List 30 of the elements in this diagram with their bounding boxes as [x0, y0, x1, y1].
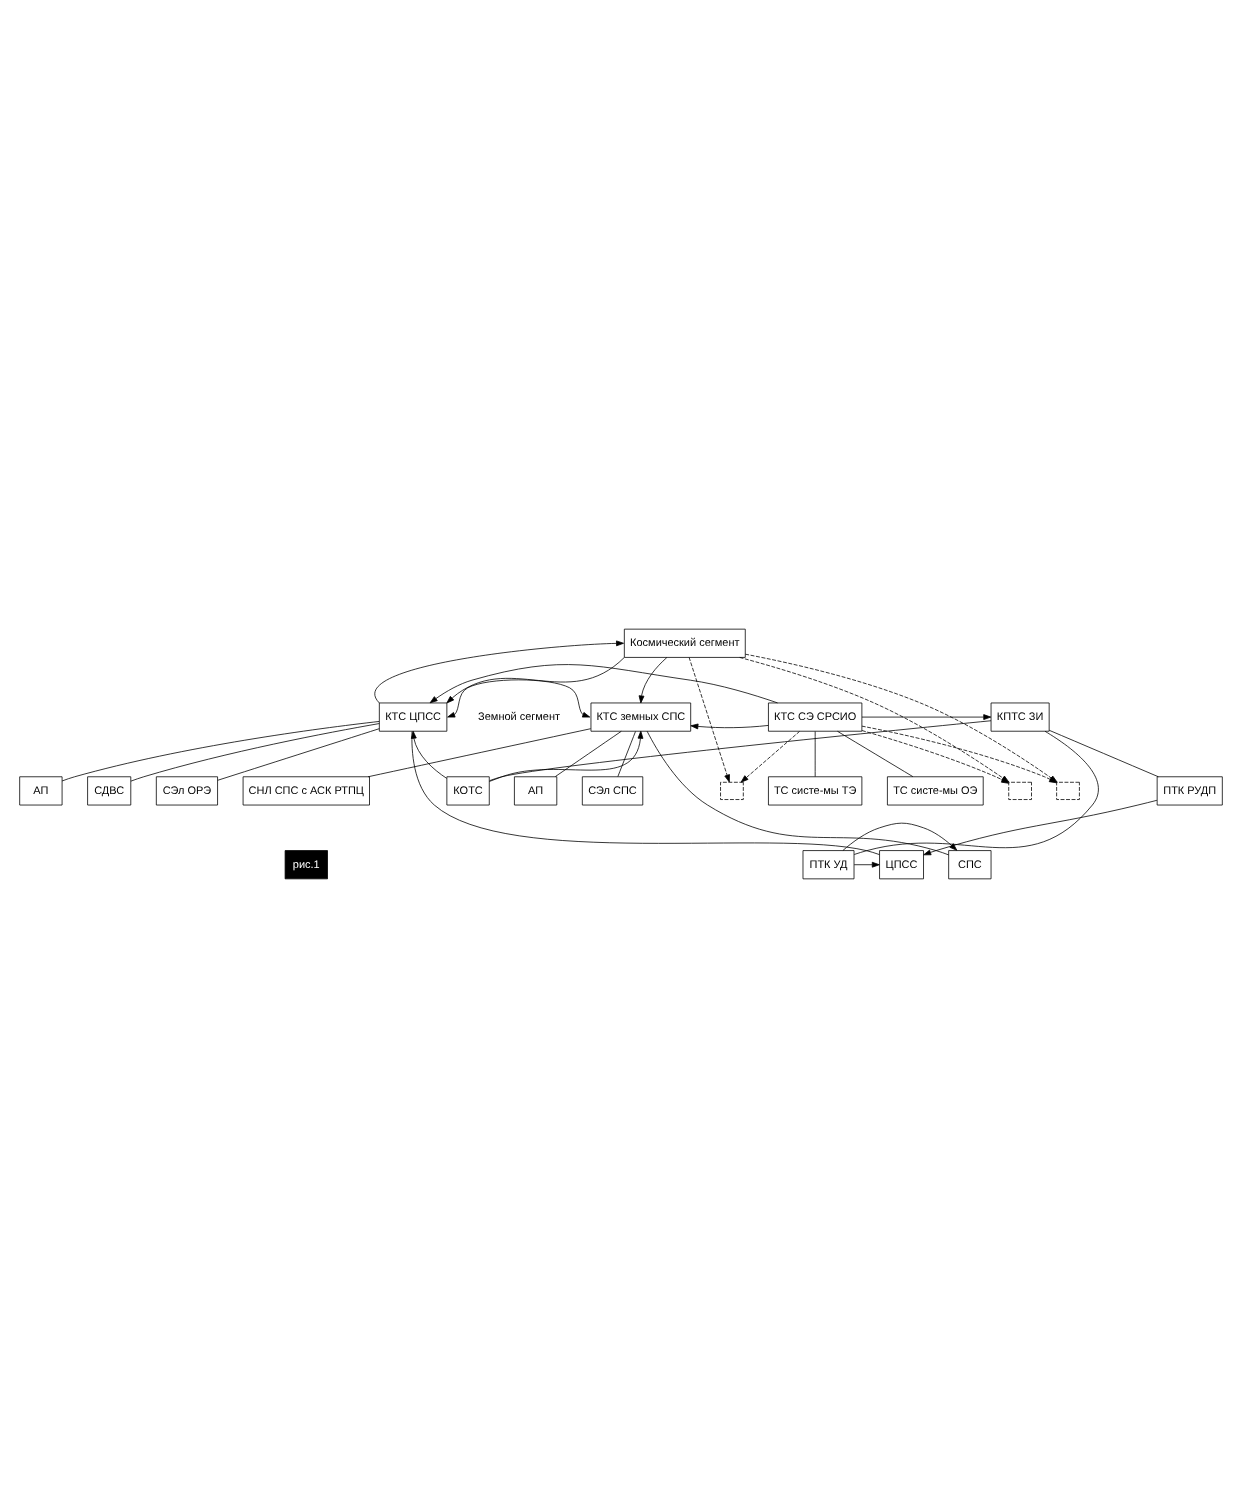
node-box	[720, 780, 744, 799]
arrow	[374, 639, 624, 703]
arrow	[853, 860, 880, 867]
arrow	[690, 722, 769, 729]
connector	[217, 727, 380, 780]
arrow	[489, 729, 644, 781]
connector	[489, 719, 992, 781]
arrow	[923, 798, 1158, 855]
connector	[1048, 728, 1159, 777]
connector	[411, 730, 880, 854]
arrow	[688, 656, 730, 782]
arrow	[410, 729, 448, 778]
connector	[555, 729, 622, 776]
connector	[617, 730, 636, 776]
arrow	[447, 678, 591, 717]
arrow	[861, 713, 992, 719]
connector	[646, 729, 950, 855]
connector	[61, 720, 380, 781]
arrow	[429, 663, 778, 703]
connector	[853, 729, 1099, 854]
connector	[130, 722, 380, 781]
arrow	[740, 730, 800, 782]
connector	[837, 729, 914, 777]
arrow	[842, 821, 958, 850]
connector	[814, 730, 816, 776]
arrow	[638, 656, 668, 703]
node-box	[1056, 780, 1080, 799]
node-box	[1008, 780, 1032, 799]
connector	[367, 727, 592, 777]
arrow	[446, 656, 625, 703]
